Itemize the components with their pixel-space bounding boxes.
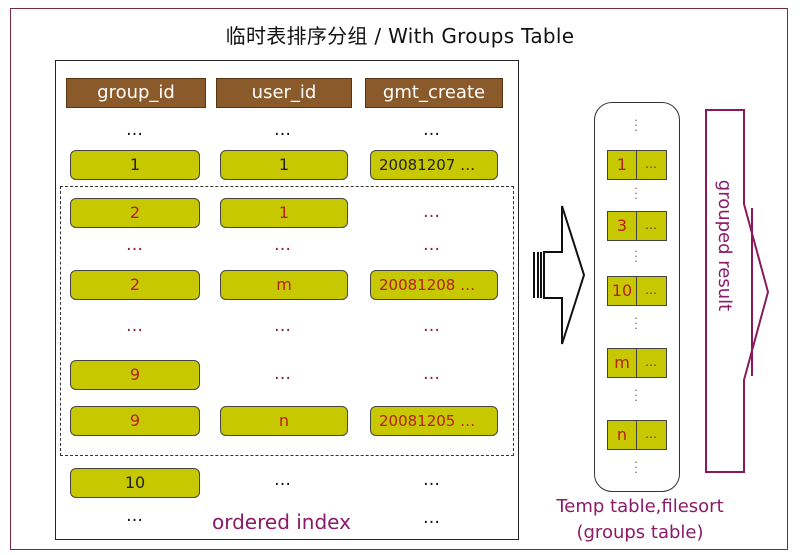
cell-user-id: n [220,406,348,436]
vertical-ellipsis-icon: ··· [634,245,638,268]
cell-gmt-create-value: 20081207 [379,156,456,174]
ellipsis: … [126,235,144,255]
temp-table-row: n… [607,420,667,450]
ellipsis: … [274,470,292,490]
temp-table-row: m… [607,348,667,378]
temp-cell-rest: … [645,283,658,297]
cell-gmt-create: 20081205 … [370,406,498,436]
temp-cell-key: n [608,421,637,449]
ordered-index-label: ordered index [212,510,351,534]
temp-table-caption-line2: (groups table) [576,522,704,543]
temp-table-caption-line1: Temp table,filesort [556,496,724,517]
header-user-id: user_id [216,78,352,108]
cell-gmt-create-value: 20081208 [379,276,456,294]
ellipsis: … [460,276,476,294]
ellipsis: … [274,235,292,255]
temp-table-row: 1… [607,150,667,180]
diagram-title: 临时表排序分组 / With Groups Table [225,24,575,48]
temp-cell-rest: … [645,218,658,232]
temp-cell-rest: … [645,157,658,171]
ellipsis: … [423,202,441,222]
ellipsis: … [126,120,144,140]
temp-cell-key: 3 [608,212,637,240]
grouped-result-text: grouped result [714,179,736,311]
ordered-index-table [55,60,519,540]
vertical-ellipsis-icon: ··· [634,182,638,205]
ellipsis: … [274,364,292,384]
vertical-ellipsis-icon: ··· [634,456,638,479]
header-gmt-create: gmt_create [365,78,503,108]
ellipsis: … [423,364,441,384]
ellipsis: … [423,470,441,490]
cell-gmt-create: 20081207 … [370,150,498,180]
ellipsis: … [423,235,441,255]
ellipsis: … [274,120,292,140]
cell-user-id: 1 [220,198,348,228]
cell-user-id: 1 [220,150,348,180]
temp-table-caption: Temp table,filesort (groups table) [540,494,740,546]
header-group-id: group_id [66,78,206,108]
cell-group-id: 2 [70,270,200,300]
temp-cell-rest: … [645,355,658,369]
ellipsis: … [423,508,441,528]
cell-group-id: 2 [70,198,200,228]
temp-table-row: 10 … [607,276,667,306]
cell-gmt-create-value: 20081205 [379,412,456,430]
ellipsis: … [126,506,144,526]
cell-user-id: m [220,270,348,300]
ellipsis: … [274,316,292,336]
cell-group-id: 1 [70,150,200,180]
cell-group-id: 9 [70,406,200,436]
ellipsis: … [423,316,441,336]
temp-table-row: 3… [607,211,667,241]
index-range-box [60,186,514,456]
vertical-ellipsis-icon: ··· [634,114,638,137]
vertical-ellipsis-icon: ··· [634,384,638,407]
cell-group-id: 10 [70,468,200,498]
temp-cell-rest: … [645,427,658,441]
temp-cell-key: 10 [608,277,637,305]
grouped-result-label: grouped result [700,120,750,370]
cell-group-id: 9 [70,360,200,390]
ellipsis: … [460,156,476,174]
temp-cell-key: 1 [608,151,637,179]
right-arrow-icon [533,205,586,345]
cell-gmt-create: 20081208 … [370,270,498,300]
vertical-ellipsis-icon: ··· [634,312,638,335]
grouped-result-arrow-icon [705,109,770,473]
ellipsis: … [460,412,476,430]
ellipsis: … [126,316,144,336]
ellipsis: … [423,120,441,140]
temp-cell-key: m [608,349,637,377]
